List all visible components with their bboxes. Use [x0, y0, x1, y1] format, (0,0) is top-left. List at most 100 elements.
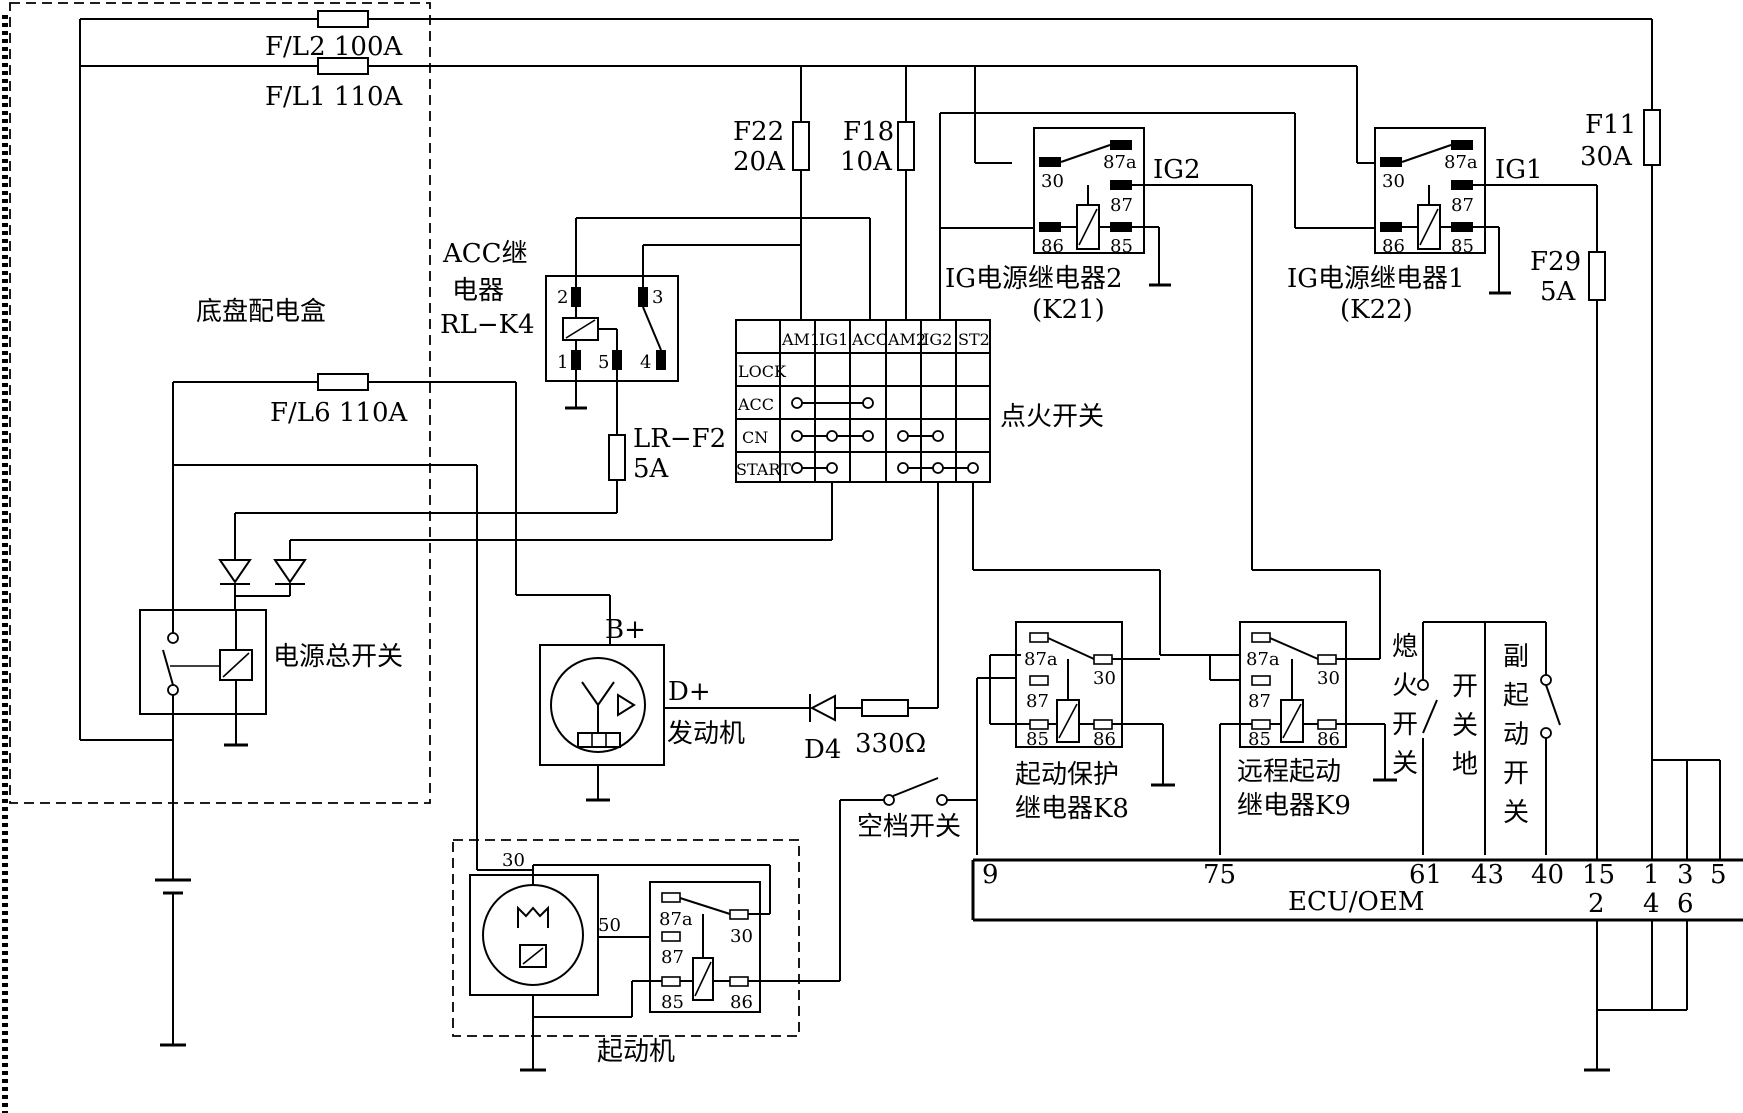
ignition-switch-label: 点火开关 — [1000, 402, 1104, 432]
fuse-lrf2 — [608, 434, 626, 481]
ign-col-ig1: IG1 — [819, 330, 848, 349]
starter-pin-50: 50 — [598, 915, 621, 936]
start-protect-relay-k8 — [989, 621, 1240, 787]
acc-relay-pin-4: 4 — [640, 352, 651, 373]
ig-relay-2 — [1033, 127, 1171, 287]
ecu-pin-40: 40 — [1531, 860, 1564, 890]
starter-relay — [532, 799, 884, 1018]
ecu-pin-2: 2 — [1588, 889, 1605, 919]
ignition-contacts — [791, 397, 979, 474]
aux-start-char-5: 关 — [1503, 798, 1529, 828]
k8-pin-86: 86 — [1093, 729, 1116, 750]
ecu-pin-61: 61 — [1409, 860, 1442, 890]
ecu-pin-1: 1 — [1643, 860, 1660, 890]
engine-alternator — [539, 644, 665, 802]
starter-relay-pin-87: 87 — [661, 947, 684, 968]
ecu-pin-3: 3 — [1677, 860, 1694, 890]
acc-relay-label-3: RL−K4 — [440, 310, 535, 340]
switch-bank-wires — [1417, 621, 1561, 855]
flameout-switch-char-4: 关 — [1392, 749, 1418, 779]
starter-relay-pin-85: 85 — [661, 992, 684, 1013]
k9-pin-87: 87 — [1248, 691, 1271, 712]
fuse-fl1-label: F/L1 110A — [265, 82, 403, 112]
ecu-pin-9: 9 — [982, 860, 999, 890]
ign-col-st2: ST2 — [958, 330, 990, 349]
ig-relay-1-label: IG电源继电器1 — [1287, 264, 1465, 294]
k8-pin-87: 87 — [1026, 691, 1049, 712]
ecu-right-pin-wires — [1584, 759, 1721, 1072]
ig-relay-1-pin-87a: 87a — [1444, 152, 1478, 173]
starter-pin-30: 30 — [502, 850, 525, 871]
aux-start-char-2: 起 — [1503, 681, 1529, 711]
starter-relay-pin-86: 86 — [730, 992, 753, 1013]
ig-relay-2-label: IG电源继电器2 — [945, 264, 1123, 294]
k9-label-2: 继电器K9 — [1237, 791, 1351, 821]
k8-pin-85: 85 — [1026, 729, 1049, 750]
starter-motor — [469, 874, 662, 1072]
k9-pin-86: 86 — [1317, 729, 1340, 750]
chassis-box-outline — [9, 2, 431, 804]
flameout-switch-char-2: 火 — [1392, 671, 1418, 701]
fuse-f22-name: F22 — [733, 117, 784, 147]
ign-col-acc: ACC — [851, 330, 888, 349]
ecu-pin-15: 15 — [1582, 860, 1615, 890]
fuse-f11-rating: 30A — [1580, 142, 1633, 172]
d4-label: D4 — [804, 735, 841, 765]
engine-label: 发动机 — [667, 719, 745, 749]
fuse-f29 — [1588, 251, 1606, 301]
fuse-f22-rating: 20A — [733, 147, 786, 177]
ecu-pin-6: 6 — [1677, 889, 1694, 919]
starter-label: 起动机 — [597, 1037, 675, 1067]
ign-row-start: START — [736, 460, 791, 479]
fuse-lrf2-rating: 5A — [633, 454, 670, 484]
k9-pin-87a: 87a — [1246, 649, 1280, 670]
fuse-fl1 — [317, 57, 369, 75]
ig-relay-1-code: (K22) — [1340, 295, 1413, 325]
ig-relay-1-pin-86: 86 — [1382, 236, 1405, 257]
starter-relay-pin-30: 30 — [730, 926, 753, 947]
acc-relay-pin-2: 2 — [557, 287, 568, 308]
ign-row-acc: ACC — [737, 395, 774, 414]
fuse-fl6-label: F/L6 110A — [270, 398, 408, 428]
fuse-f29-rating: 5A — [1540, 277, 1577, 307]
battery-symbol — [155, 878, 191, 1047]
ig-relay-2-output-label: IG2 — [1153, 155, 1201, 185]
acc-relay — [545, 275, 679, 382]
switch-ground-char-1: 开 — [1452, 672, 1478, 702]
switch-ground-char-3: 地 — [1452, 750, 1478, 780]
ecu-pin-5: 5 — [1710, 860, 1727, 890]
ig-relay-2-pin-85: 85 — [1110, 236, 1133, 257]
ig-relay-2-pin-30: 30 — [1041, 171, 1064, 192]
ig-relay-1-pin-85: 85 — [1451, 236, 1474, 257]
d4-resistor-chain — [664, 694, 909, 722]
ig-relay-1-pin-87: 87 — [1451, 195, 1474, 216]
aux-start-char-1: 副 — [1503, 642, 1529, 672]
ign-row-cn: CN — [742, 428, 768, 447]
ecu-pin-4: 4 — [1643, 889, 1660, 919]
ign-col-am1: AM1 — [781, 330, 820, 349]
aux-start-char-4: 开 — [1503, 759, 1529, 789]
acc-relay-label-1: ACC继 — [442, 239, 528, 269]
ecu-pin-75: 75 — [1203, 860, 1236, 890]
starter-relay-pin-87a: 87a — [659, 909, 693, 930]
ign-col-am2: AM2 — [887, 330, 926, 349]
fuse-fl2-label: F/L2 100A — [265, 32, 403, 62]
neutral-switch-label: 空档开关 — [857, 812, 961, 842]
k8-pin-30: 30 — [1093, 668, 1116, 689]
main-power-switch — [139, 465, 267, 880]
fuse-f18-name: F18 — [843, 117, 894, 147]
k8-pin-87a: 87a — [1024, 649, 1058, 670]
main-power-switch-label: 电源总开关 — [273, 642, 403, 672]
acc-relay-wires — [234, 217, 871, 560]
fuse-fl2 — [317, 10, 369, 28]
diode-pair — [218, 559, 307, 610]
k9-pin-30: 30 — [1317, 668, 1340, 689]
ig-relay-1-output-label: IG1 — [1495, 155, 1543, 185]
ig-relay-1 — [1374, 127, 1511, 295]
ign-col-ig2: IG2 — [923, 330, 952, 349]
resistor-label: 330Ω — [855, 729, 926, 759]
fuse-lrf2-name: LR−F2 — [633, 424, 726, 454]
ig-relay-2-code: (K21) — [1032, 295, 1105, 325]
engine-b-plus-label: B+ — [605, 615, 646, 645]
